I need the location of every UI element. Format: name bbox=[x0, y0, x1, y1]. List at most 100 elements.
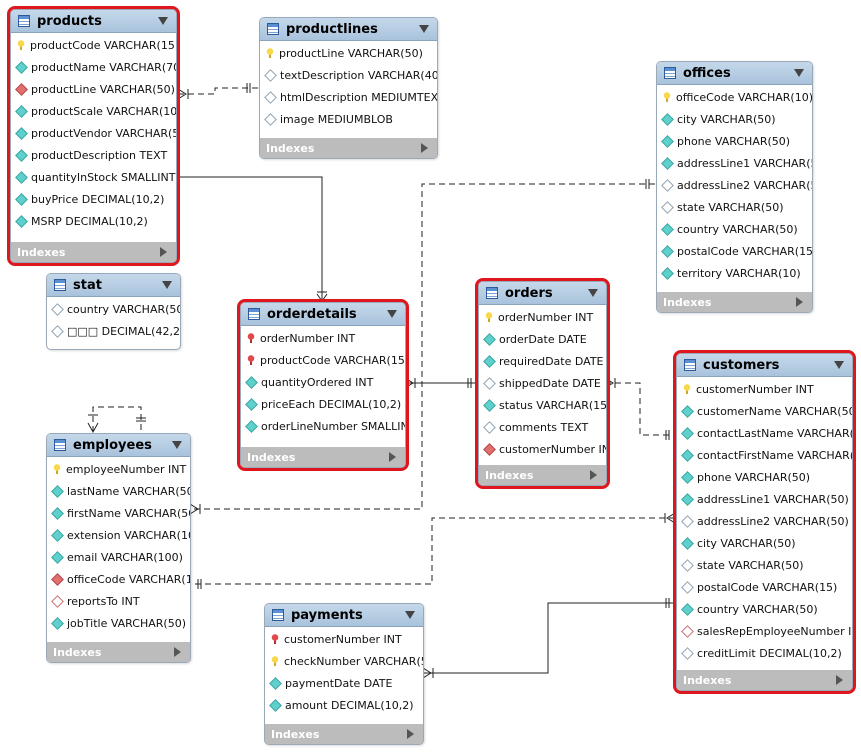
column-row[interactable]: image MEDIUMBLOB bbox=[260, 108, 437, 130]
column-row[interactable]: □□□ DECIMAL(42,2) bbox=[47, 320, 180, 342]
column-row[interactable]: addressLine2 VARCHAR(50) bbox=[657, 174, 812, 196]
table-header[interactable]: employees bbox=[47, 434, 190, 457]
expand-arrow-icon[interactable] bbox=[796, 297, 803, 307]
column-row[interactable]: priceEach DECIMAL(10,2) bbox=[241, 393, 405, 415]
column-row[interactable]: phone VARCHAR(50) bbox=[657, 130, 812, 152]
column-row[interactable]: creditLimit DECIMAL(10,2) bbox=[677, 642, 852, 664]
collapse-arrow-icon[interactable] bbox=[588, 289, 598, 297]
column-row[interactable]: buyPrice DECIMAL(10,2) bbox=[11, 188, 176, 210]
column-row[interactable]: salesRepEmployeeNumber INT bbox=[677, 620, 852, 642]
column-row[interactable]: productDescription TEXT bbox=[11, 144, 176, 166]
column-row[interactable]: shippedDate DATE bbox=[479, 372, 606, 394]
column-row[interactable]: reportsTo INT bbox=[47, 590, 190, 612]
collapse-arrow-icon[interactable] bbox=[405, 611, 415, 619]
table-header[interactable]: productlines bbox=[260, 18, 437, 41]
collapse-arrow-icon[interactable] bbox=[419, 25, 429, 33]
column-row[interactable]: city VARCHAR(50) bbox=[657, 108, 812, 130]
indexes-section[interactable]: Indexes bbox=[677, 670, 852, 690]
expand-arrow-icon[interactable] bbox=[407, 729, 414, 739]
column-row[interactable]: country VARCHAR(50) bbox=[657, 218, 812, 240]
column-row[interactable]: email VARCHAR(100) bbox=[47, 546, 190, 568]
column-row[interactable]: orderNumber INT bbox=[241, 327, 405, 349]
column-row[interactable]: phone VARCHAR(50) bbox=[677, 466, 852, 488]
column-row[interactable]: jobTitle VARCHAR(50) bbox=[47, 612, 190, 634]
column-row[interactable]: comments TEXT bbox=[479, 416, 606, 438]
expand-arrow-icon[interactable] bbox=[389, 452, 396, 462]
indexes-section[interactable]: Indexes bbox=[47, 642, 190, 662]
column-row[interactable]: orderDate DATE bbox=[479, 328, 606, 350]
table-header[interactable]: orders bbox=[479, 282, 606, 305]
column-row[interactable]: contactLastName VARCHAR(50) bbox=[677, 422, 852, 444]
column-row[interactable]: customerNumber INT bbox=[677, 378, 852, 400]
column-row[interactable]: productVendor VARCHAR(50) bbox=[11, 122, 176, 144]
indexes-section[interactable]: Indexes bbox=[11, 242, 176, 262]
column-row[interactable]: amount DECIMAL(10,2) bbox=[265, 694, 423, 716]
table-header[interactable]: offices bbox=[657, 62, 812, 85]
column-row[interactable]: customerName VARCHAR(50) bbox=[677, 400, 852, 422]
table-header[interactable]: customers bbox=[677, 354, 852, 377]
expand-arrow-icon[interactable] bbox=[174, 647, 181, 657]
indexes-section[interactable]: Indexes bbox=[479, 465, 606, 485]
indexes-section[interactable]: Indexes bbox=[265, 724, 423, 744]
column-row[interactable]: officeCode VARCHAR(10) bbox=[657, 86, 812, 108]
column-row[interactable]: city VARCHAR(50) bbox=[677, 532, 852, 554]
column-row[interactable]: productScale VARCHAR(10) bbox=[11, 100, 176, 122]
column-row[interactable]: quantityInStock SMALLINT bbox=[11, 166, 176, 188]
collapse-arrow-icon[interactable] bbox=[834, 361, 844, 369]
column-row[interactable]: state VARCHAR(50) bbox=[657, 196, 812, 218]
column-row[interactable]: status VARCHAR(15) bbox=[479, 394, 606, 416]
indexes-section[interactable]: Indexes bbox=[260, 138, 437, 158]
indexes-section[interactable]: Indexes bbox=[657, 292, 812, 312]
column-row[interactable]: MSRP DECIMAL(10,2) bbox=[11, 210, 176, 232]
column-row[interactable]: textDescription VARCHAR(4000) bbox=[260, 64, 437, 86]
column-row[interactable]: productCode VARCHAR(15) bbox=[11, 34, 176, 56]
column-row[interactable]: productCode VARCHAR(15) bbox=[241, 349, 405, 371]
column-row[interactable]: addressLine1 VARCHAR(50) bbox=[657, 152, 812, 174]
column-row[interactable]: paymentDate DATE bbox=[265, 672, 423, 694]
column-row[interactable]: productLine VARCHAR(50) bbox=[11, 78, 176, 100]
column-row[interactable]: orderLineNumber SMALLINT bbox=[241, 415, 405, 437]
column-row[interactable]: orderNumber INT bbox=[479, 306, 606, 328]
table-header[interactable]: orderdetails bbox=[241, 303, 405, 326]
table-header[interactable]: stat bbox=[47, 274, 180, 297]
expand-arrow-icon[interactable] bbox=[421, 143, 428, 153]
column-row[interactable]: postalCode VARCHAR(15) bbox=[657, 240, 812, 262]
indexes-section[interactable]: Indexes bbox=[241, 447, 405, 467]
column-row[interactable]: addressLine1 VARCHAR(50) bbox=[677, 488, 852, 510]
column-row[interactable]: htmlDescription MEDIUMTEXT bbox=[260, 86, 437, 108]
expand-arrow-icon[interactable] bbox=[160, 247, 167, 257]
column-row[interactable]: employeeNumber INT bbox=[47, 458, 190, 480]
column-row[interactable]: productLine VARCHAR(50) bbox=[260, 42, 437, 64]
column-row[interactable]: addressLine2 VARCHAR(50) bbox=[677, 510, 852, 532]
column-row[interactable]: contactFirstName VARCHAR(50) bbox=[677, 444, 852, 466]
column-row[interactable]: lastName VARCHAR(50) bbox=[47, 480, 190, 502]
collapse-arrow-icon[interactable] bbox=[794, 69, 804, 77]
column-row[interactable]: customerNumber INT bbox=[479, 438, 606, 460]
column-row[interactable]: quantityOrdered INT bbox=[241, 371, 405, 393]
column-row[interactable]: officeCode VARCHAR(10) bbox=[47, 568, 190, 590]
column-row[interactable]: territory VARCHAR(10) bbox=[657, 262, 812, 284]
collapse-arrow-icon[interactable] bbox=[172, 441, 182, 449]
column-row[interactable]: productName VARCHAR(70) bbox=[11, 56, 176, 78]
column-row[interactable]: extension VARCHAR(10) bbox=[47, 524, 190, 546]
table-header[interactable]: products bbox=[11, 10, 176, 33]
column-row[interactable]: firstName VARCHAR(50) bbox=[47, 502, 190, 524]
collapse-arrow-icon[interactable] bbox=[387, 310, 397, 318]
column-row[interactable]: checkNumber VARCHAR(50) bbox=[265, 650, 423, 672]
column-row[interactable]: country VARCHAR(50) bbox=[47, 298, 180, 320]
expand-arrow-icon[interactable] bbox=[590, 470, 597, 480]
table-header[interactable]: payments bbox=[265, 604, 423, 627]
column-row[interactable]: requiredDate DATE bbox=[479, 350, 606, 372]
column-row[interactable]: postalCode VARCHAR(15) bbox=[677, 576, 852, 598]
collapse-arrow-icon[interactable] bbox=[162, 281, 172, 289]
column-row[interactable]: country VARCHAR(50) bbox=[677, 598, 852, 620]
